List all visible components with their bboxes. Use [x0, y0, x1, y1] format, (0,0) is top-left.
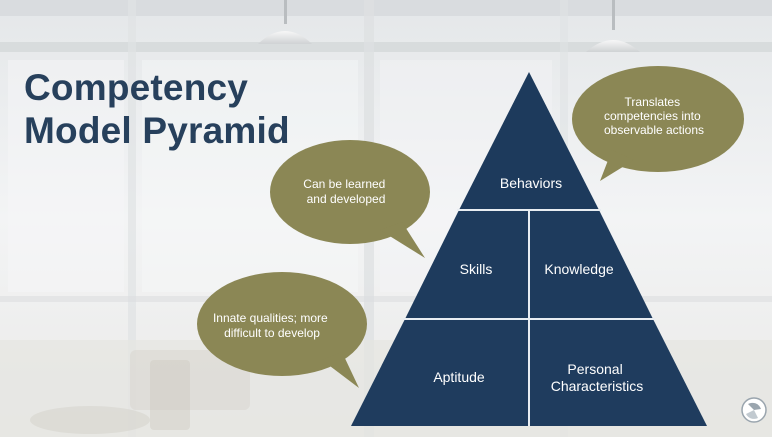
pyramid-tier-skills — [405, 210, 529, 319]
tier-label-characteristics: Characteristics — [551, 378, 644, 394]
page-title: Competency Model Pyramid — [24, 66, 290, 152]
speech-bubble-skills-knowledge: Can be learned and developed — [270, 140, 430, 258]
tier-label-aptitude: Aptitude — [433, 369, 485, 385]
tier-label-skills: Skills — [460, 261, 493, 277]
tier-label-knowledge: Knowledge — [544, 261, 613, 277]
speech-bubble-tail — [380, 222, 425, 258]
speech-bubble-tail — [322, 352, 359, 388]
tier-label-behaviors: Behaviors — [500, 175, 562, 191]
pyramid-tier-behaviors — [459, 72, 599, 210]
title-line-2: Model Pyramid — [24, 110, 290, 151]
pyramid-tier-aptitude — [351, 319, 529, 426]
tier-label-personal: Personal — [567, 361, 622, 377]
tier-label-personal-characteristics: Personal Characteristics — [551, 361, 644, 394]
speech-bubble-text: Innate qualities; more difficult to deve… — [213, 311, 331, 340]
pyramid-tier-knowledge — [529, 210, 653, 319]
speech-bubble-shape — [572, 66, 744, 172]
speech-bubble-behaviors: Translates competencies into observable … — [572, 66, 744, 181]
pyramid-tier-personal-characteristics — [529, 319, 707, 426]
speech-bubble-aptitude-characteristics: Innate qualities; more difficult to deve… — [197, 272, 367, 388]
speech-bubble-shape — [197, 272, 367, 376]
speech-bubble-text: Can be learned and developed — [303, 177, 388, 206]
title-line-1: Competency — [24, 67, 249, 108]
speech-bubble-tail — [600, 150, 634, 181]
speech-bubble-text: Translates competencies into observable … — [604, 95, 704, 137]
speech-bubble-shape — [270, 140, 430, 244]
circular-logo-icon — [741, 397, 767, 423]
